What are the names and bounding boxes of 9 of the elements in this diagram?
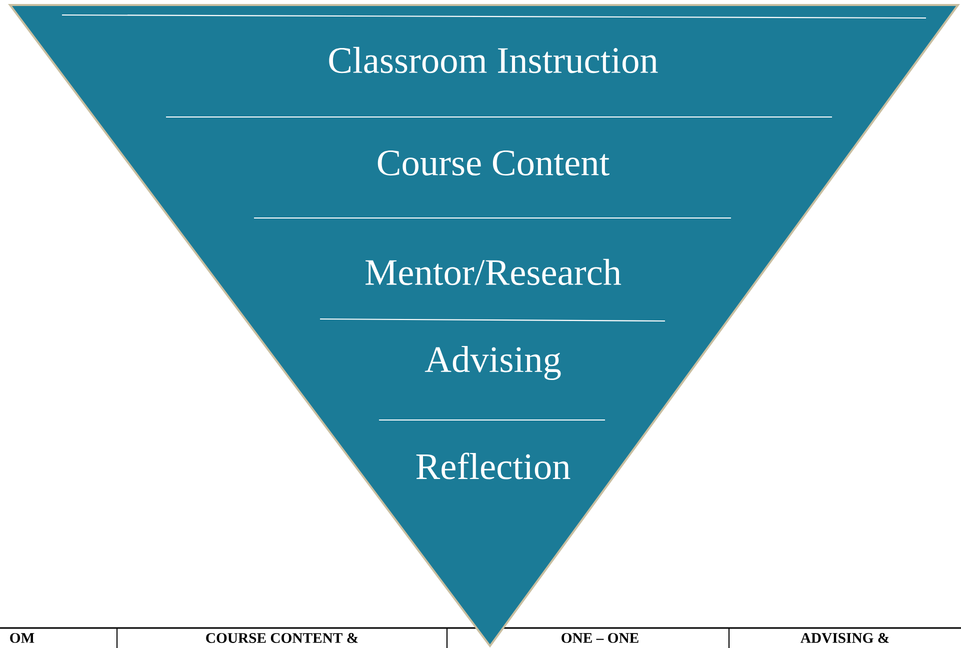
level-label: Reflection bbox=[416, 452, 570, 480]
column-header: ONE – ONE bbox=[562, 633, 638, 643]
level-label: Classroom Instruction bbox=[329, 46, 658, 74]
level-label: Course Content bbox=[378, 150, 610, 176]
level-label: Advising bbox=[424, 346, 561, 380]
column-header: OM bbox=[10, 633, 34, 643]
column-header: ADVISING & bbox=[800, 633, 889, 643]
column-header: COURSE CONTENT & bbox=[206, 633, 358, 643]
level-label: Mentor/Research bbox=[366, 258, 622, 286]
